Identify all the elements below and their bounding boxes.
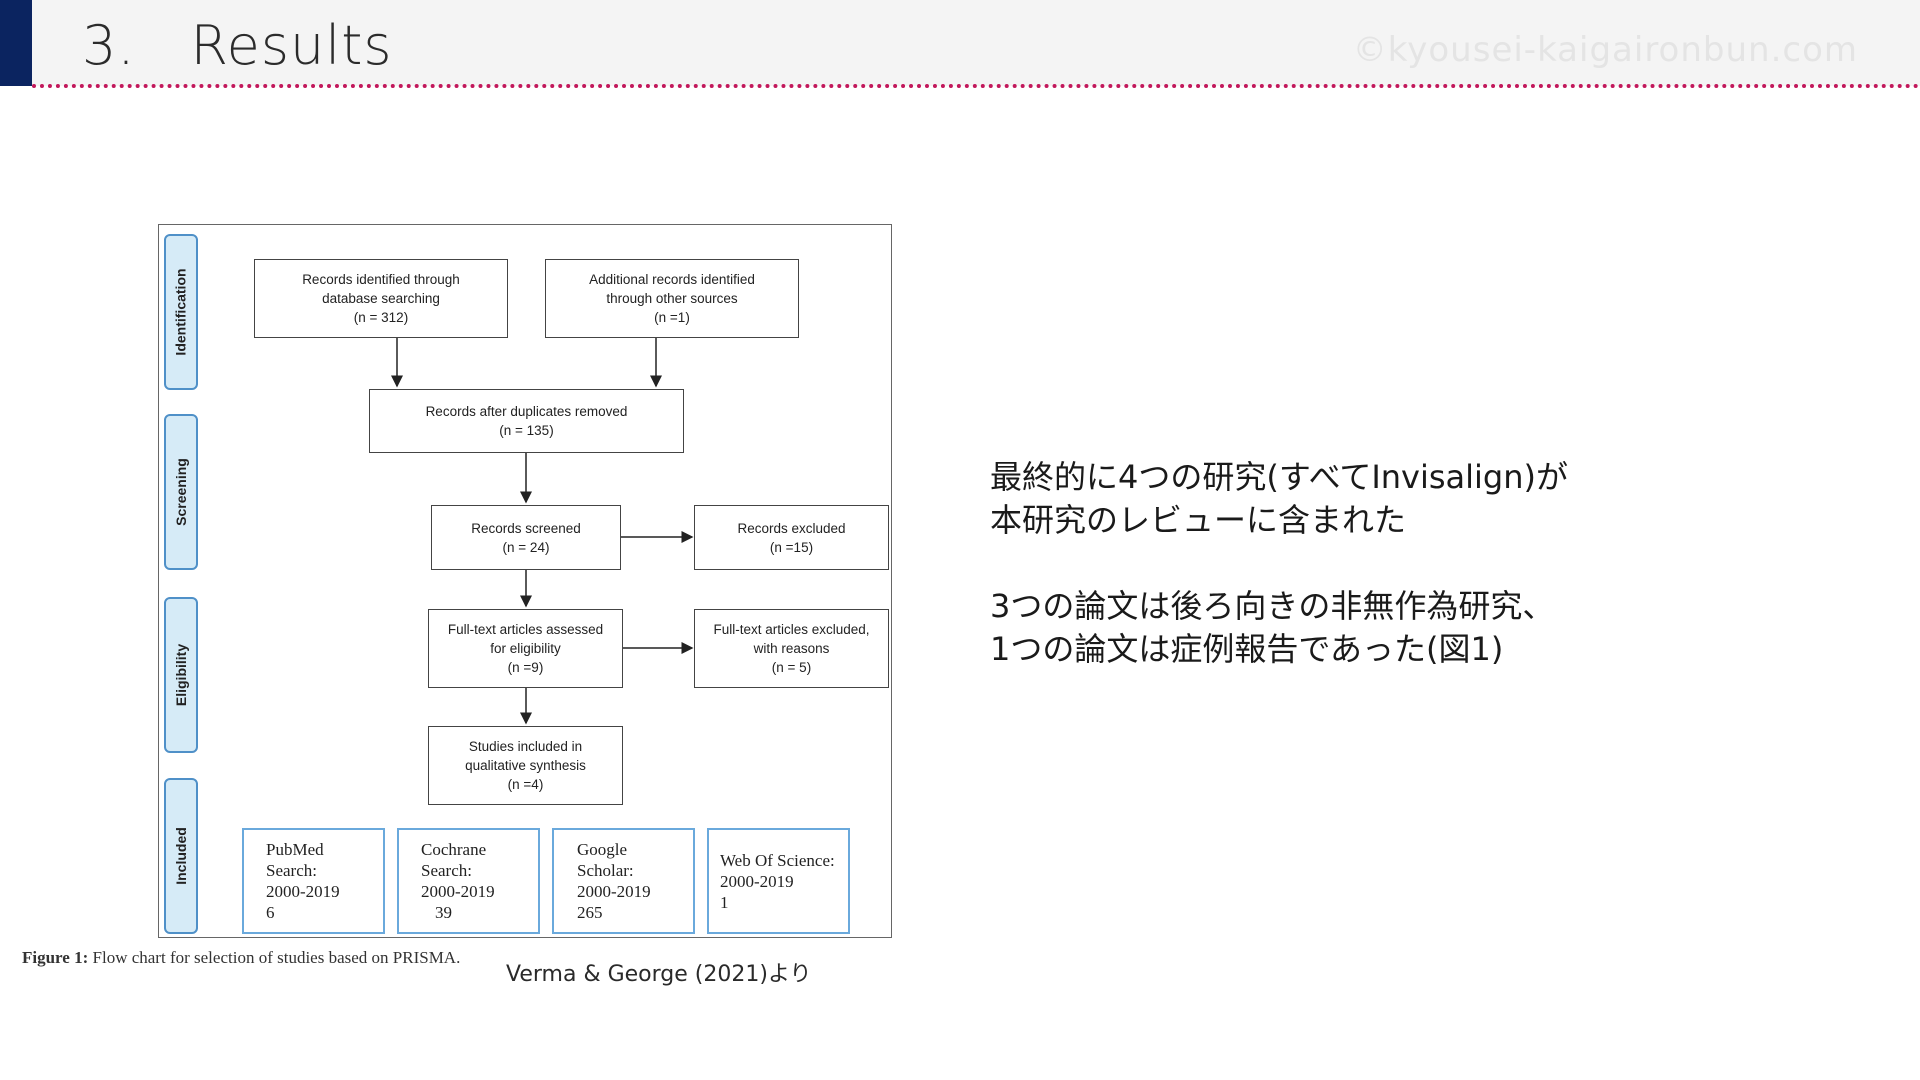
paragraph-study-types: 3つの論文は後ろ向きの非無作為研究、 1つの論文は症例報告であった(図1) — [990, 587, 1555, 668]
slide-title: 3. Results — [82, 14, 393, 77]
header-band: 3. Results ©kyousei-kaigaironbun.com — [0, 0, 1920, 86]
box-database-records: Records identified through database sear… — [254, 259, 508, 338]
header-dotted-rule — [32, 84, 1920, 88]
box-fulltext-assessed: Full-text articles assessed for eligibil… — [428, 609, 623, 688]
phase-screening: Screening — [164, 414, 198, 570]
source-web-of-science: Web Of Science: 2000-2019 1 — [707, 828, 850, 934]
body-text: 最終的に4つの研究(すべてInvisalign)が 本研究のレビューに含まれた … — [990, 456, 1890, 714]
figure-credit: Verma & George (2021)より — [506, 962, 812, 987]
paragraph-final-studies: 最終的に4つの研究(すべてInvisalign)が 本研究のレビューに含まれた — [990, 458, 1569, 539]
box-records-screened: Records screened (n = 24) — [431, 505, 621, 570]
box-duplicates-removed: Records after duplicates removed (n = 13… — [369, 389, 684, 453]
source-cochrane: Cochrane Search: 2000-2019 39 — [397, 828, 540, 934]
header-accent-bar — [0, 0, 32, 86]
box-fulltext-excluded: Full-text articles excluded, with reason… — [694, 609, 889, 688]
source-pubmed: PubMed Search: 2000-2019 6 — [242, 828, 385, 934]
box-studies-included: Studies included in qualitative synthesi… — [428, 726, 623, 805]
prisma-figure-frame — [158, 224, 892, 938]
figure-caption: Figure 1: Flow chart for selection of st… — [22, 948, 461, 967]
source-google-scholar: Google Scholar: 2000-2019 265 — [552, 828, 695, 934]
watermark: ©kyousei-kaigaironbun.com — [1352, 30, 1858, 70]
phase-eligibility: Eligibility — [164, 597, 198, 753]
box-other-sources: Additional records identified through ot… — [545, 259, 799, 338]
phase-included: Included — [164, 778, 198, 934]
box-records-excluded: Records excluded (n =15) — [694, 505, 889, 570]
phase-identification: Identification — [164, 234, 198, 390]
